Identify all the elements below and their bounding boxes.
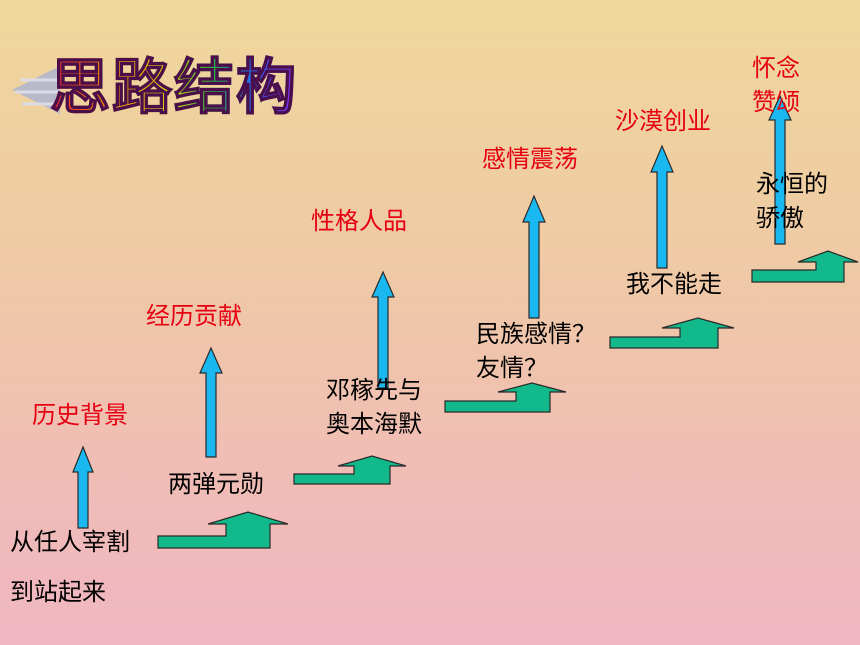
step-2-event: 两弹元勋 <box>168 470 264 498</box>
step-3-event-line2: 奥本海默 <box>326 410 422 438</box>
step-5-theme: 沙漠创业 <box>615 107 711 135</box>
step-3-theme: 性格人品 <box>311 207 407 235</box>
step-4-theme: 感情震荡 <box>482 145 578 173</box>
title-speed-lines <box>12 66 60 114</box>
up-arrow-4 <box>522 194 546 319</box>
step-arrow-3 <box>444 382 567 413</box>
up-arrow-1 <box>72 445 94 529</box>
step-4-event-line1: 民族感情？ <box>476 320 596 348</box>
page-title: 思路结构 <box>49 48 298 128</box>
step-1-theme: 历史背景 <box>32 401 128 429</box>
step-1-event-line1: 从任人宰割 <box>10 528 130 556</box>
up-arrow-5 <box>650 144 674 269</box>
up-arrow-6 <box>768 94 792 245</box>
step-arrow-4 <box>609 317 735 349</box>
step-2-theme: 经历贡献 <box>146 302 242 330</box>
step-4-event-line2: 友情？ <box>476 354 548 382</box>
step-6-event-line1: 永恒的 <box>756 170 828 198</box>
step-6-theme-line1: 怀念 <box>752 54 800 82</box>
step-arrow-5 <box>751 250 859 283</box>
step-arrow-2 <box>293 455 407 485</box>
step-6-event-line2: 骄傲 <box>756 204 804 232</box>
step-arrow-1 <box>157 511 289 549</box>
step-5-event: 我不能走 <box>626 270 722 298</box>
step-3-event-line1: 邓稼先与 <box>326 376 422 404</box>
step-6-theme-line2: 赞颂 <box>752 88 800 116</box>
up-arrow-2 <box>199 346 223 458</box>
up-arrow-3 <box>371 270 395 389</box>
step-1-event-line2: 到站起来 <box>10 578 106 606</box>
